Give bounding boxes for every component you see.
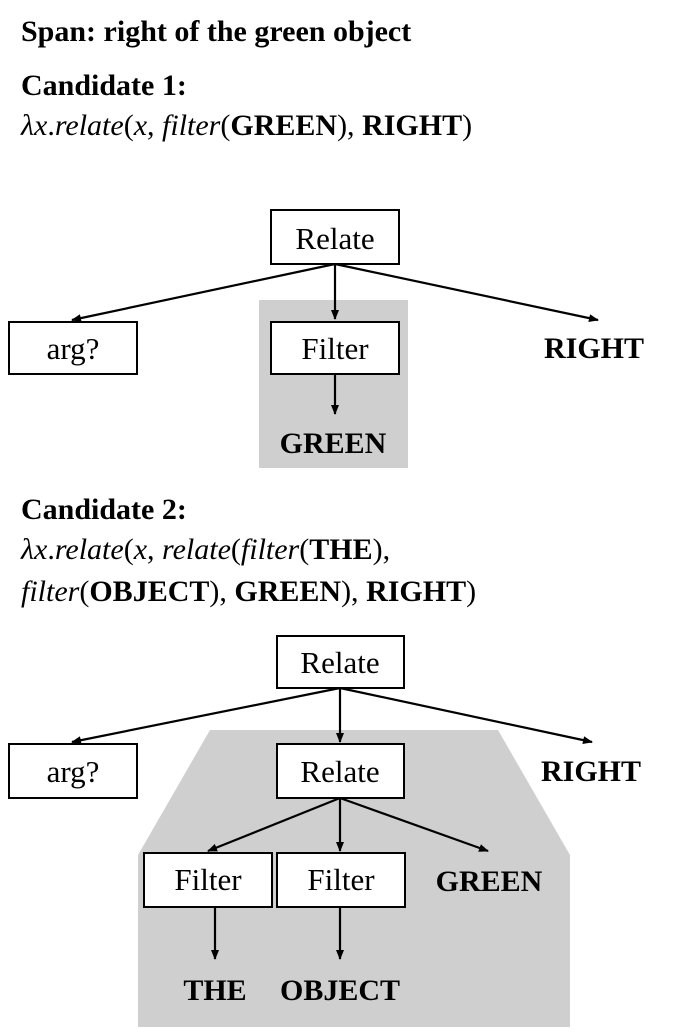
arg-node-label: arg? (47, 754, 100, 789)
candidate-1-tree: Relate arg? Filter RIGHT GREEN (8, 209, 644, 468)
edge-root-to-right (339, 686, 593, 745)
right-node-label: RIGHT (541, 755, 641, 788)
formula-paren: ), (372, 533, 391, 566)
formula-comma: , (147, 109, 163, 142)
span-heading: Span: right of the green object (21, 15, 412, 48)
candidate-2-label: Candidate 2: (21, 493, 187, 526)
candidate-1-formula: λx.relate(x, filter(GREEN), RIGHT) (21, 108, 472, 144)
formula-filter: filter (240, 533, 300, 566)
edge-relate-to-filter-a (207, 796, 341, 853)
formula-paren: ( (123, 533, 134, 566)
formula-green: GREEN (230, 109, 338, 142)
edge-root-to-arg (71, 686, 341, 745)
formula-paren: ( (220, 109, 231, 142)
candidate-2-formula-line-1: λx.relate(x, relate(filter(THE), (21, 532, 390, 568)
candidate-2-formula-line-2: filter(OBJECT), GREEN), RIGHT) (21, 574, 476, 610)
formula-paren: ), (337, 109, 363, 142)
formula-paren: ), (209, 575, 235, 608)
relate-node-label: Relate (300, 645, 379, 680)
arg-node-box (8, 321, 138, 375)
formula-paren: ) (462, 109, 473, 142)
filter-node-label: Filter (301, 331, 369, 366)
edge-root-to-arg (71, 262, 336, 323)
relate-node-box (270, 209, 400, 265)
formula-var: x (34, 109, 48, 142)
formula-var: x (34, 533, 48, 566)
filter-node-box (270, 321, 400, 375)
formula-the: THE (309, 533, 373, 566)
arg-node-box (8, 743, 138, 799)
edge-relate-to-green (339, 796, 489, 853)
arg-node-label: arg? (47, 331, 100, 366)
formula-paren: ) (466, 575, 477, 608)
formula-green: GREEN (234, 575, 342, 608)
relate-node-box (276, 635, 405, 689)
formula-paren: ), (341, 575, 367, 608)
formula-relate: relate (54, 533, 124, 566)
formula-right: RIGHT (366, 575, 467, 608)
candidate-2-tree: Relate arg? Relate RIGHT Filter Filter G… (8, 635, 641, 1027)
green-node-label: GREEN (280, 427, 387, 460)
green-node-label: GREEN (436, 865, 543, 898)
formula-filter: filter (21, 575, 80, 608)
formula-object: OBJECT (89, 575, 210, 608)
edge-root-to-right (334, 262, 599, 323)
formula-var: x (133, 109, 148, 142)
filter-a-node-box (143, 852, 273, 908)
formula-paren: ( (230, 533, 241, 566)
formula-filter: filter (162, 109, 221, 142)
object-node-label: OBJECT (280, 974, 400, 1007)
filter-a-node-label: Filter (174, 862, 242, 897)
filter-b-node-label: Filter (307, 862, 375, 897)
formula-dot: . (47, 109, 55, 142)
formula-lambda: λ (21, 533, 34, 566)
inner-relate-node-label: Relate (300, 754, 379, 789)
formula-var: x (133, 533, 148, 566)
formula-paren: ( (79, 575, 90, 608)
the-node-label: THE (183, 974, 246, 1007)
formula-lambda: λ (21, 109, 34, 142)
right-node-label: RIGHT (544, 332, 644, 365)
formula-relate: relate (162, 533, 231, 566)
inner-relate-node-box (276, 743, 405, 799)
relate-node-label: Relate (295, 221, 374, 256)
filter-b-node-box (276, 852, 406, 908)
formula-relate: relate (54, 109, 124, 142)
formula-dot: . (47, 533, 55, 566)
formula-comma: , (147, 533, 163, 566)
formula-paren: ( (299, 533, 310, 566)
formula-right: RIGHT (362, 109, 463, 142)
candidate-1-label: Candidate 1: (21, 69, 187, 102)
formula-paren: ( (123, 109, 134, 142)
